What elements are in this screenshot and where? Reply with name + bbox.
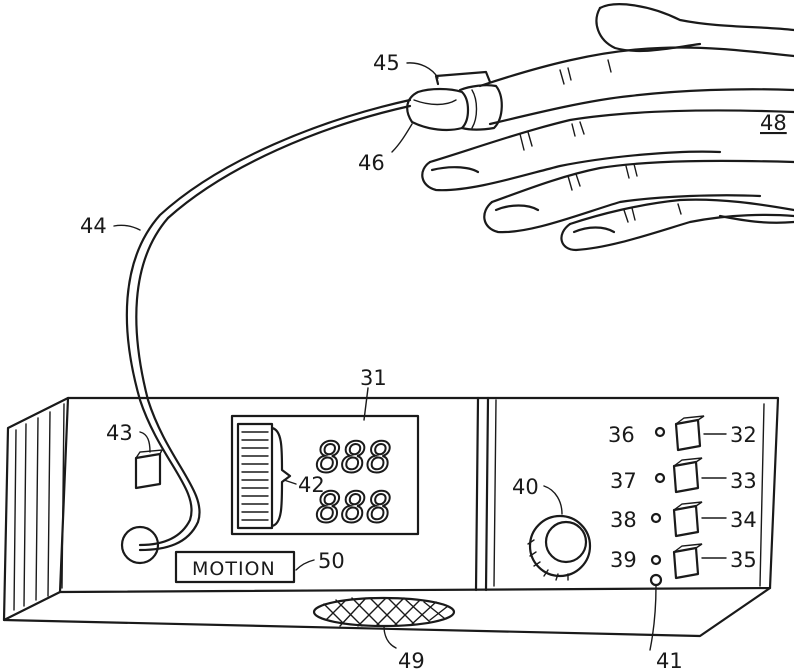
hand-drawing xyxy=(407,4,794,250)
motion-indicator-label: MOTION xyxy=(192,558,276,580)
ref-numeral-36: 36 xyxy=(608,423,635,447)
ref-numeral-32: 32 xyxy=(730,423,757,447)
ref-numeral-40: 40 xyxy=(512,475,539,499)
ref-numeral-43: 43 xyxy=(106,421,133,445)
indicator-led-36 xyxy=(656,428,664,436)
speaker-grille xyxy=(314,598,454,626)
display-row-2: 888 xyxy=(316,483,392,532)
indicator-led-38 xyxy=(652,514,660,522)
ref-numeral-33: 33 xyxy=(730,469,757,493)
ref-numeral-50: 50 xyxy=(318,549,345,573)
ref-numeral-46: 46 xyxy=(358,151,385,175)
ref-numeral-42: 42 xyxy=(298,473,325,497)
push-button-34[interactable] xyxy=(674,502,702,536)
bar-graph-bracket xyxy=(272,428,290,526)
ref-numeral-34: 34 xyxy=(730,508,757,532)
ref-numeral-41: 41 xyxy=(656,649,683,672)
push-button-32[interactable] xyxy=(676,416,704,450)
ref-numeral-37: 37 xyxy=(610,469,637,493)
ref-numeral-39: 39 xyxy=(610,548,637,572)
ref-numeral-48: 48 xyxy=(760,111,787,135)
ref-numeral-38: 38 xyxy=(610,508,637,532)
push-button-33[interactable] xyxy=(674,458,702,492)
ref-numeral-35: 35 xyxy=(730,548,757,572)
indicator-led-37 xyxy=(656,474,664,482)
ref-numeral-31: 31 xyxy=(360,366,387,390)
power-button[interactable] xyxy=(136,450,162,488)
finger-sensor-clip xyxy=(436,72,502,130)
indicator-led-41 xyxy=(651,575,661,585)
indicator-led-39 xyxy=(652,556,660,564)
display-row-1: 888 xyxy=(316,433,392,482)
ref-numeral-49: 49 xyxy=(398,649,425,672)
ref-numeral-45: 45 xyxy=(373,51,400,75)
control-knob[interactable] xyxy=(528,516,590,580)
ref-numeral-44: 44 xyxy=(80,214,107,238)
push-button-35[interactable] xyxy=(674,544,702,578)
